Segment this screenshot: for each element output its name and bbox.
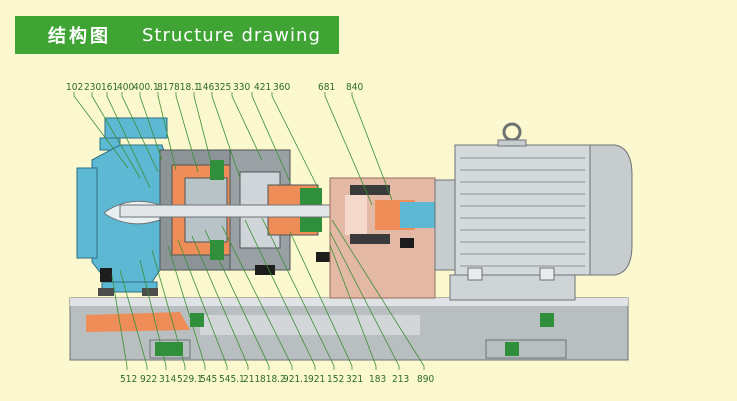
part-label: 321 — [346, 374, 363, 385]
part-label: 146 — [197, 82, 214, 93]
part-label: 360 — [273, 82, 290, 93]
part-label: 529.1 — [177, 374, 203, 385]
part-label: 545 — [200, 374, 217, 385]
leader-lines — [73, 92, 425, 370]
part-label: 922 — [140, 374, 157, 385]
electric-motor — [434, 122, 633, 301]
part-label: 890 — [417, 374, 434, 385]
part-label: 211 — [243, 374, 260, 385]
coupling-guard — [329, 177, 436, 299]
title-banner: 结构图 Structure drawing — [15, 16, 339, 54]
part-label: 921 — [308, 374, 325, 385]
part-label: 152 — [327, 374, 344, 385]
part-label: 818.2 — [260, 374, 286, 385]
top-part-labels: 102 230 161 400 400.1 817 818.1 146 325 … — [66, 82, 363, 93]
part-label: 102 — [66, 82, 83, 93]
part-label: 400 — [117, 82, 134, 93]
title-chinese: 结构图 — [48, 26, 111, 47]
base-frame — [69, 297, 629, 361]
part-label: 545.1 — [219, 374, 245, 385]
part-label: 325 — [214, 82, 231, 93]
part-label: 681 — [318, 82, 335, 93]
part-label: 213 — [392, 374, 409, 385]
part-label: 400.1 — [133, 82, 159, 93]
bottom-part-labels: 512 922 314 529.1 545 545.1 211 818.2 92… — [120, 374, 434, 385]
title-english: Structure drawing — [142, 25, 321, 46]
part-label: 840 — [346, 82, 363, 93]
part-label: 314 — [159, 374, 176, 385]
part-label: 161 — [101, 82, 118, 93]
part-label: 921.1 — [283, 374, 309, 385]
part-label: 817 — [157, 82, 174, 93]
bracket-housing — [119, 149, 332, 275]
part-label: 421 — [254, 82, 271, 93]
part-label: 818.1 — [174, 82, 200, 93]
part-label: 230 — [84, 82, 101, 93]
part-label: 330 — [233, 82, 250, 93]
part-label: 512 — [120, 374, 137, 385]
part-label: 183 — [369, 374, 386, 385]
